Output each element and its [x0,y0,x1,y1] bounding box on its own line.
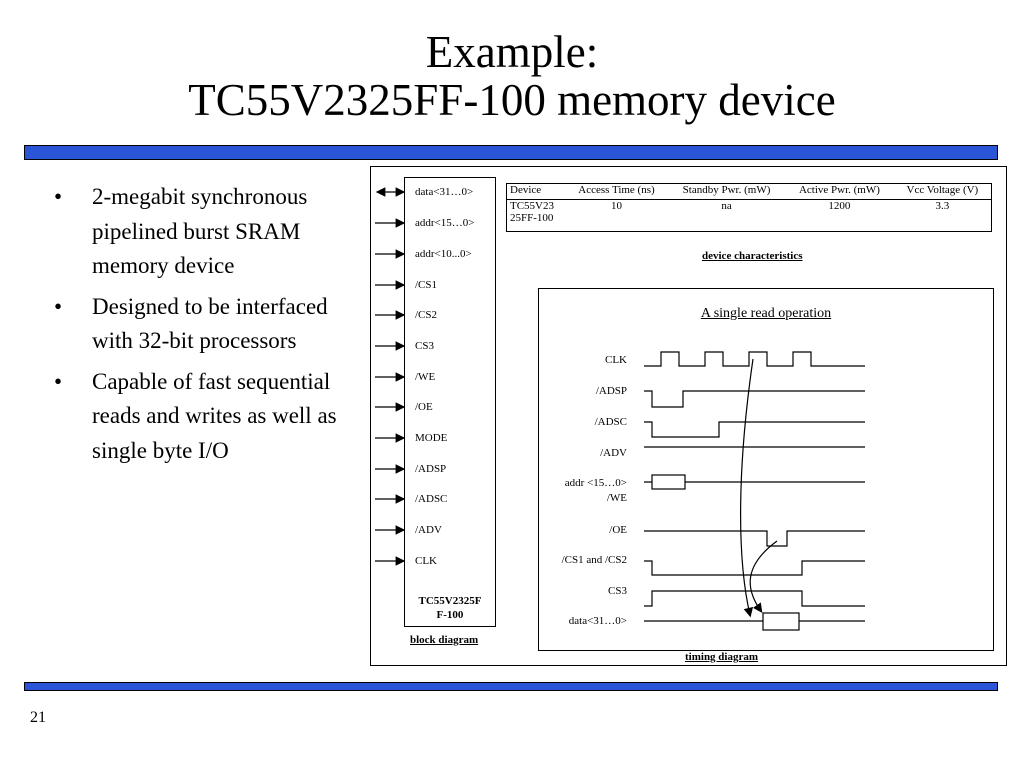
bullet-text: Designed to be interfaced with 32-bit pr… [92,293,328,354]
device-name-line-2: 25FF-100 [510,212,554,225]
addr-valid-window [651,474,686,490]
top-divider-bar [24,145,998,160]
signal-label: /OE [609,524,627,536]
table-cell: 10 [610,200,622,213]
table-header-cell: Vcc Voltage (V) [893,183,992,201]
signal-label: CS3 [608,585,627,597]
oe-waveform [644,530,865,547]
timing-waveforms [644,351,865,631]
table-header-cell: Active Pwr. (mW) [785,183,894,201]
signal-label: /ADSP [595,385,627,397]
table-header-cell: Access Time (ns) [565,183,668,201]
bullet-dot-icon: • [54,368,63,394]
block-diagram-caption: block diagram [410,634,479,646]
bullet-dot-icon: • [54,293,63,319]
pin-label: /OE [415,401,433,413]
signal-label: data<31…0> [568,615,627,627]
device-characteristics-table: Device Access Time (ns) Standby Pwr. (mW… [506,183,992,232]
figure-panel: data<31…0> addr<15…0> addr<10...0> /CS1 … [370,166,1007,666]
timing-arrow-icon [749,540,778,613]
bullet-item: • Capable of fast sequential reads and wr… [50,365,360,469]
pin-label: /CS2 [415,309,438,321]
table-header-row: Device Access Time (ns) Standby Pwr. (mW… [506,183,992,201]
timing-diagram-title: A single read operation [700,306,832,321]
device-characteristics-caption: device characteristics [702,250,803,262]
bullet-text: 2-megabit synchronous pipelined burst SR… [92,184,308,278]
table-cell: TC55V23 25FF-100 [507,200,566,232]
slide-title: Example: TC55V2325FF-100 memory device [0,28,1024,124]
bullet-item: • 2-megabit synchronous pipelined burst S… [50,180,360,284]
cs1-cs2-waveform [644,560,865,576]
timing-diagram-caption: timing diagram [685,651,759,663]
clk-waveform [644,351,865,367]
adsc-waveform [644,421,865,438]
title-line-1: Example: [425,27,599,77]
cs3-waveform [644,590,865,607]
pin-label: CLK [415,555,437,567]
table-header-cell: Device [506,183,565,201]
pin-label: /ADSC [415,493,448,505]
bottom-divider-bar [24,682,998,691]
pin-label: data<31…0> [415,186,474,198]
table-cell: na [721,200,732,213]
bullet-dot-icon: • [54,184,63,209]
signal-label: CLK [605,354,627,366]
table-cell: 3.3 [935,200,950,213]
pin-label: addr<15…0> [415,217,475,229]
pin-label: addr<10...0> [415,248,472,260]
bullet-item: • Designed to be interfaced with 32-bit p… [50,290,360,359]
pin-label: CS3 [415,340,434,352]
signal-label: /ADV [600,447,627,459]
signal-label: /CS1 and /CS2 [561,554,627,566]
block-diagram-chip: data<31…0> addr<15…0> addr<10...0> /CS1 … [404,177,496,627]
pin-arrows [375,187,406,566]
signal-label: addr <15…0> [564,477,627,489]
adsp-waveform [644,390,865,408]
pin-label: /ADSP [415,463,447,475]
chip-name-line-1: TC55V2325F [418,595,482,607]
page-number: 21 [30,709,46,726]
title-line-2: TC55V2325FF-100 memory device [188,75,836,125]
chip-name-line-2: F-100 [436,609,464,621]
timing-diagram-box: A single read operation CLK /ADSP /ADSC … [538,288,994,651]
timing-arrow-icon [739,358,754,618]
pin-label: /WE [415,371,436,383]
table-cell: 1200 [828,200,851,213]
device-name-line-1: TC55V23 [510,200,554,213]
bullet-text: Capable of fast sequential reads and wri… [92,368,337,463]
signal-label: /WE [606,492,627,504]
table-row: TC55V23 25FF-100 10 na 1200 3.3 [507,200,992,232]
table-header-cell: Standby Pwr. (mW) [667,183,786,201]
data-valid-window [762,612,800,631]
chip-name: TC55V2325F F-100 [405,594,495,622]
bullet-list: • 2-megabit synchronous pipelined burst S… [50,180,360,474]
pin-label: /ADV [415,524,442,536]
pin-label: /CS1 [415,279,438,291]
signal-label: /ADSC [594,416,627,428]
pin-label: MODE [415,432,448,444]
